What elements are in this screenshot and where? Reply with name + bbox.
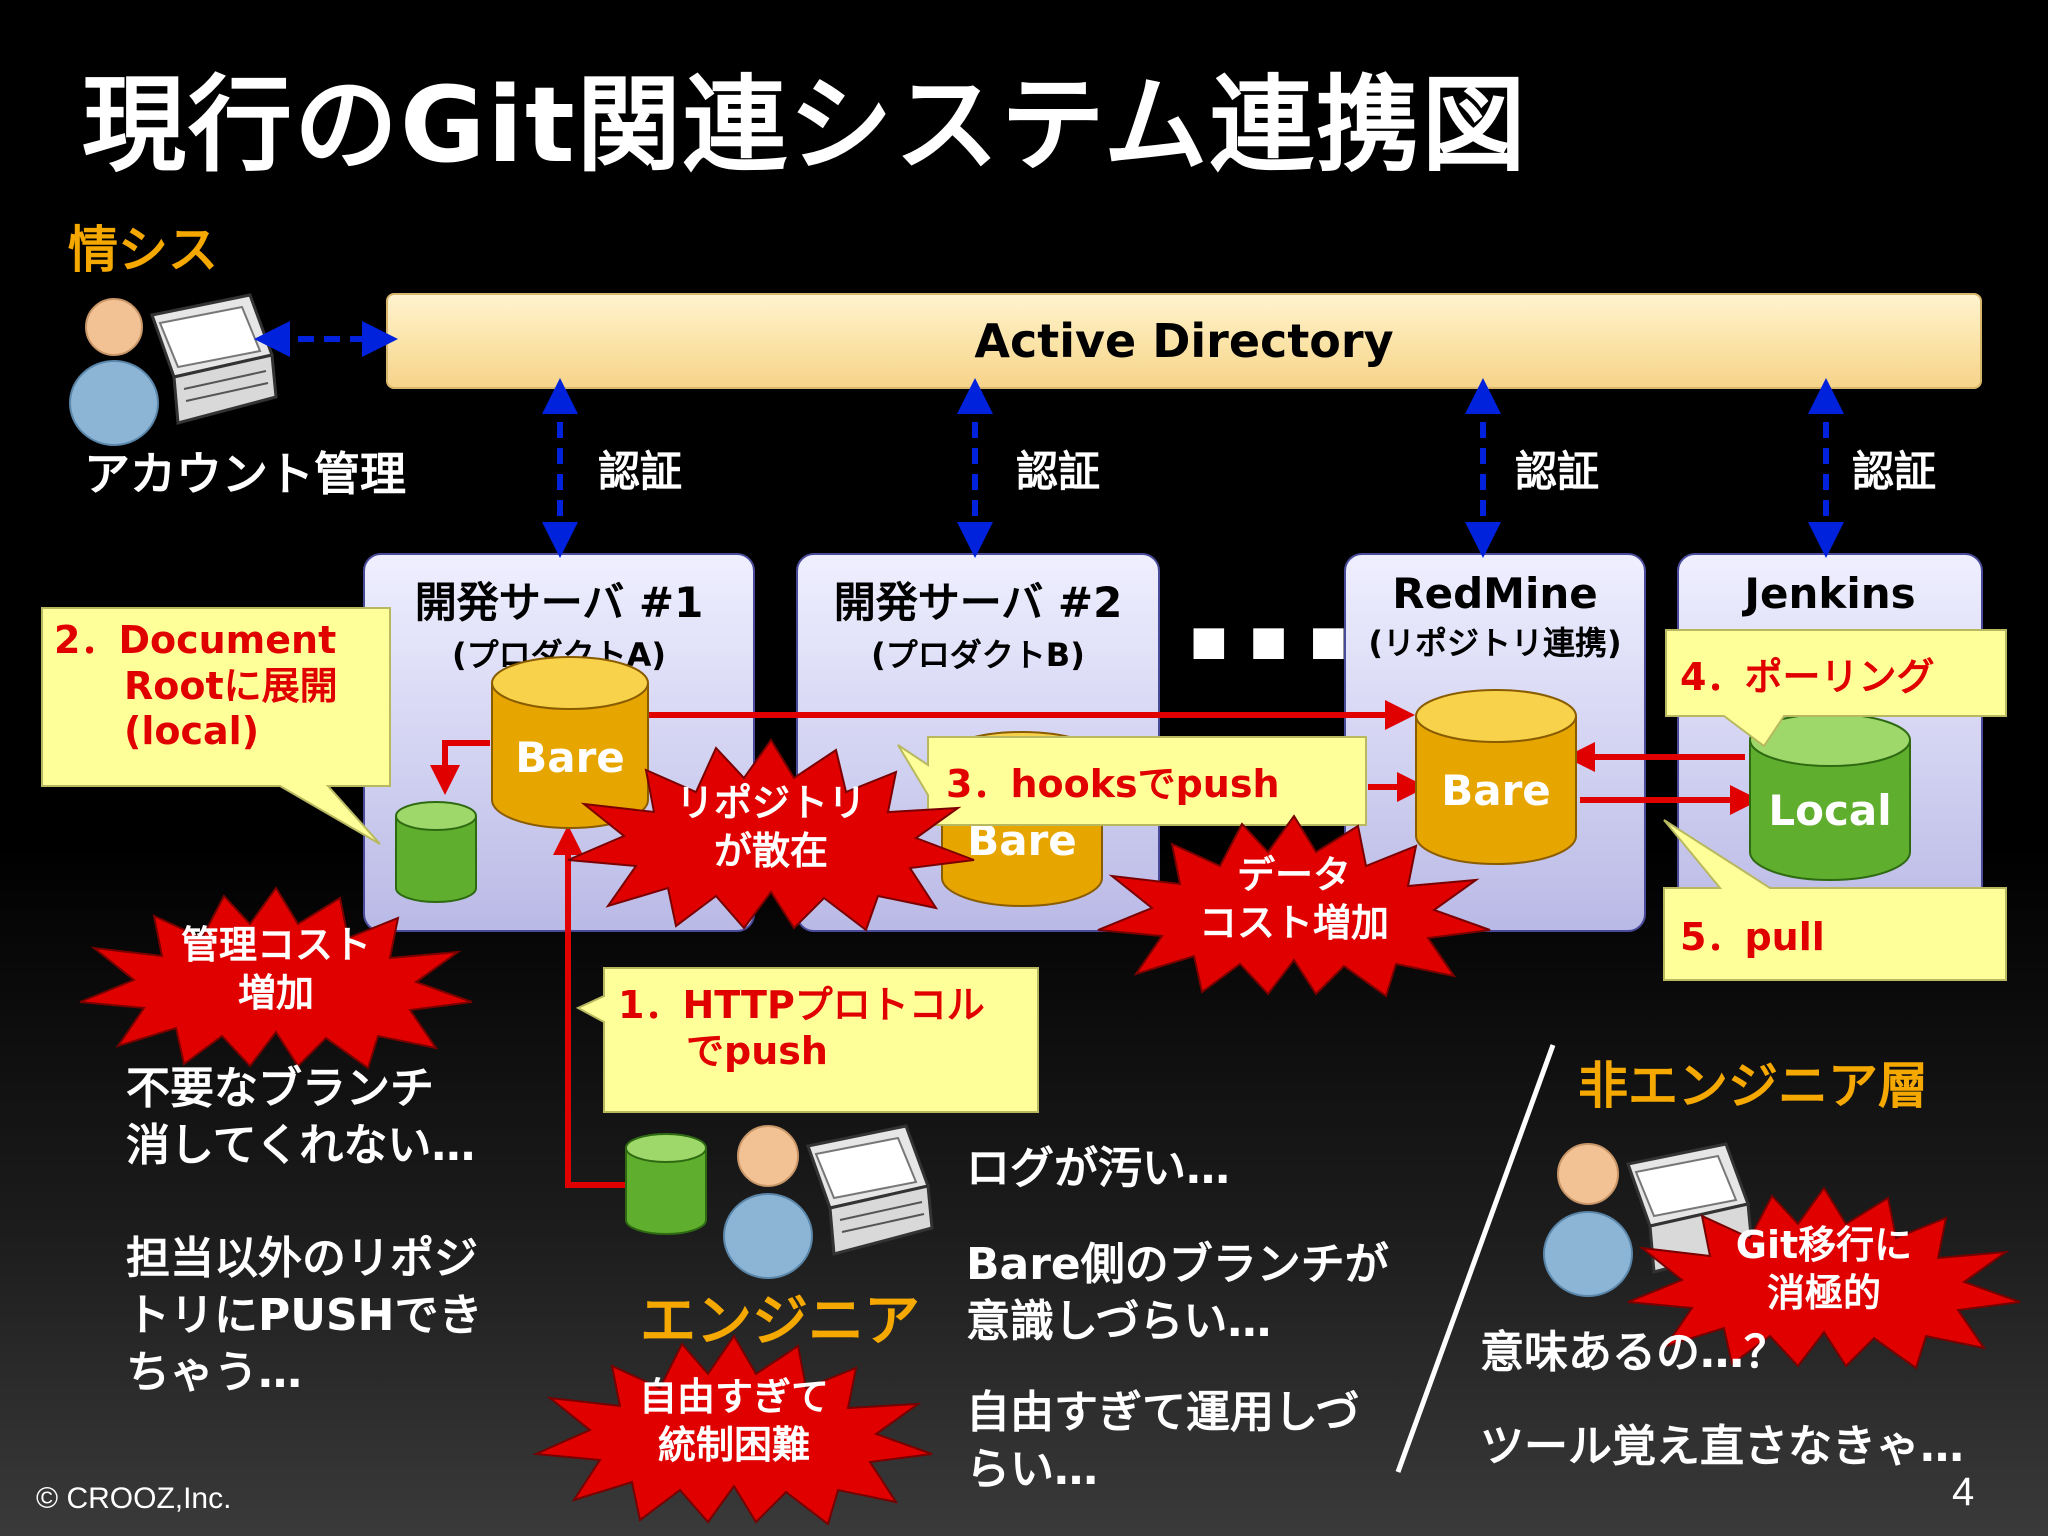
copyright: © CROOZ,Inc. <box>36 1482 232 1515</box>
active-directory-label: Active Directory <box>974 314 1394 368</box>
redmine-title: RedMine <box>1392 569 1598 618</box>
step2-line3: (local) <box>124 709 260 754</box>
mgmt-cost-line1: 管理コスト <box>180 923 371 967</box>
bare-label-server1: Bare <box>515 733 625 782</box>
redmine-sub: (リポジトリ連携) <box>1368 624 1622 662</box>
jenkins-title: Jenkins <box>1744 569 1916 618</box>
issue-middle-3-line2: らい… <box>966 1444 1098 1496</box>
problem-burst-mgmt-cost: 管理コスト 増加 <box>78 886 474 1070</box>
local-repo-jenkins: Local <box>1748 712 1912 882</box>
issue-right-1-line1: 意味あるの…？ <box>1480 1327 1788 1378</box>
problem-burst-reluctant: Git移行に 消極的 <box>1626 1186 2022 1370</box>
issue-middle-2-line1: Bare側のブランチが <box>966 1239 1389 1290</box>
step4-text: 4．ポーリング <box>1680 655 1935 699</box>
auth-label-server1: 認証 <box>598 447 683 496</box>
issue-middle-3-line1: 自由すぎて運用しづ <box>966 1387 1360 1438</box>
step5-text: 5．pull <box>1680 915 1825 959</box>
dev-server-2-title: 開発サーバ #2 <box>833 578 1123 627</box>
local-repo-server1 <box>394 800 478 904</box>
step2-line2: Rootに展開 <box>124 663 338 708</box>
callout-step3: 3．hooksでpush <box>897 735 1368 827</box>
role-infosys-label: 情シス <box>68 221 218 279</box>
issue-left-1: 不要なブランチ 消してくれない… <box>126 1060 475 1174</box>
issue-middle-2-line2: 意識しづらい… <box>966 1296 1272 1348</box>
bare-repo-server1: Bare <box>490 655 650 830</box>
data-cost-line1: データ <box>1236 853 1351 897</box>
engineer-push-arrow <box>553 825 628 1188</box>
too-free-line2: 統制困難 <box>657 1422 810 1467</box>
deploy-local-arrow <box>430 740 490 795</box>
mgmt-cost-line2: 増加 <box>237 970 314 1015</box>
issue-left-2-line3: ちゃう… <box>126 1347 302 1399</box>
role-engineer-label: エンジニア <box>640 1289 920 1354</box>
auth-label-redmine: 認証 <box>1515 447 1600 496</box>
issue-left-1-line2: 消してくれない… <box>126 1120 476 1172</box>
callout-step2: 2．Document Rootに展開 (local) <box>40 606 392 846</box>
issue-left-1-line1: 不要なブランチ <box>126 1063 434 1114</box>
issue-middle-1-line1: ログが汚い… <box>966 1143 1230 1194</box>
dev-server-2-sub: (プロダクトB) <box>871 636 1085 674</box>
issue-left-2-line1: 担当以外のリポジ <box>126 1233 478 1284</box>
issue-left-2: 担当以外のリポジ トリにPUSHでき ちゃう… <box>126 1230 483 1402</box>
reluctant-line2: 消極的 <box>1766 1270 1881 1315</box>
step1-line2: でpush <box>686 1029 828 1074</box>
infosys-caption: アカウント管理 <box>84 447 406 501</box>
too-free-line1: 自由すぎて <box>638 1375 829 1419</box>
more-servers-ellipsis: ■ ■ ■ <box>1190 618 1352 664</box>
bare-label-redmine: Bare <box>1441 766 1551 815</box>
active-directory-bar: Active Directory <box>386 293 1982 389</box>
section-divider <box>1395 1044 1556 1473</box>
scattered-line1: リポジトリ <box>675 781 866 825</box>
callout-step5: 5．pull <box>1640 819 2008 982</box>
local-label-jenkins: Local <box>1768 786 1892 835</box>
problem-burst-too-free: 自由すぎて 統制困難 <box>532 1334 934 1526</box>
step3-text: 3．hooksでpush <box>946 762 1280 806</box>
problem-burst-scattered: リポジトリ が散在 <box>566 738 976 932</box>
step2-line1: 2．Document <box>54 618 337 662</box>
issue-right-1: 意味あるの…？ <box>1480 1324 1788 1381</box>
admin-user-icon <box>62 285 282 446</box>
engineer-user-icon <box>716 1110 936 1280</box>
issue-middle-2: Bare側のブランチが 意識しづらい… <box>966 1236 1389 1350</box>
issue-middle-1: ログが汚い… <box>966 1140 1230 1197</box>
dev-server-1-title: 開発サーバ #1 <box>414 578 704 627</box>
local-repo-engineer <box>624 1132 708 1236</box>
issue-right-2-line1: ツール覚え直さなきゃ… <box>1480 1421 1964 1472</box>
issue-middle-3: 自由すぎて運用しづ らい… <box>966 1384 1359 1498</box>
callout-step4: 4．ポーリング <box>1664 628 2008 748</box>
step1-line1: 1．HTTPプロトコル <box>618 983 985 1027</box>
issue-right-2: ツール覚え直さなきゃ… <box>1480 1418 1964 1475</box>
role-non-engineer-label: 非エンジニア層 <box>1578 1057 1928 1115</box>
auth-label-server2: 認証 <box>1016 447 1101 496</box>
scattered-line2: が散在 <box>713 828 828 873</box>
problem-burst-data-cost: データ コスト増加 <box>1096 814 1492 998</box>
page-title: 現行のGit関連システム連携図 <box>82 64 1528 186</box>
callout-step1: 1．HTTPプロトコル でpush <box>575 966 1040 1114</box>
auth-label-jenkins: 認証 <box>1852 447 1937 496</box>
data-cost-line2: コスト増加 <box>1198 900 1389 945</box>
issue-left-2-line2: トリにPUSHでき <box>126 1290 483 1342</box>
bare-repo-redmine: Bare <box>1414 688 1578 866</box>
reluctant-line1: Git移行に <box>1735 1223 1913 1267</box>
page-number: 4 <box>1952 1470 1975 1514</box>
